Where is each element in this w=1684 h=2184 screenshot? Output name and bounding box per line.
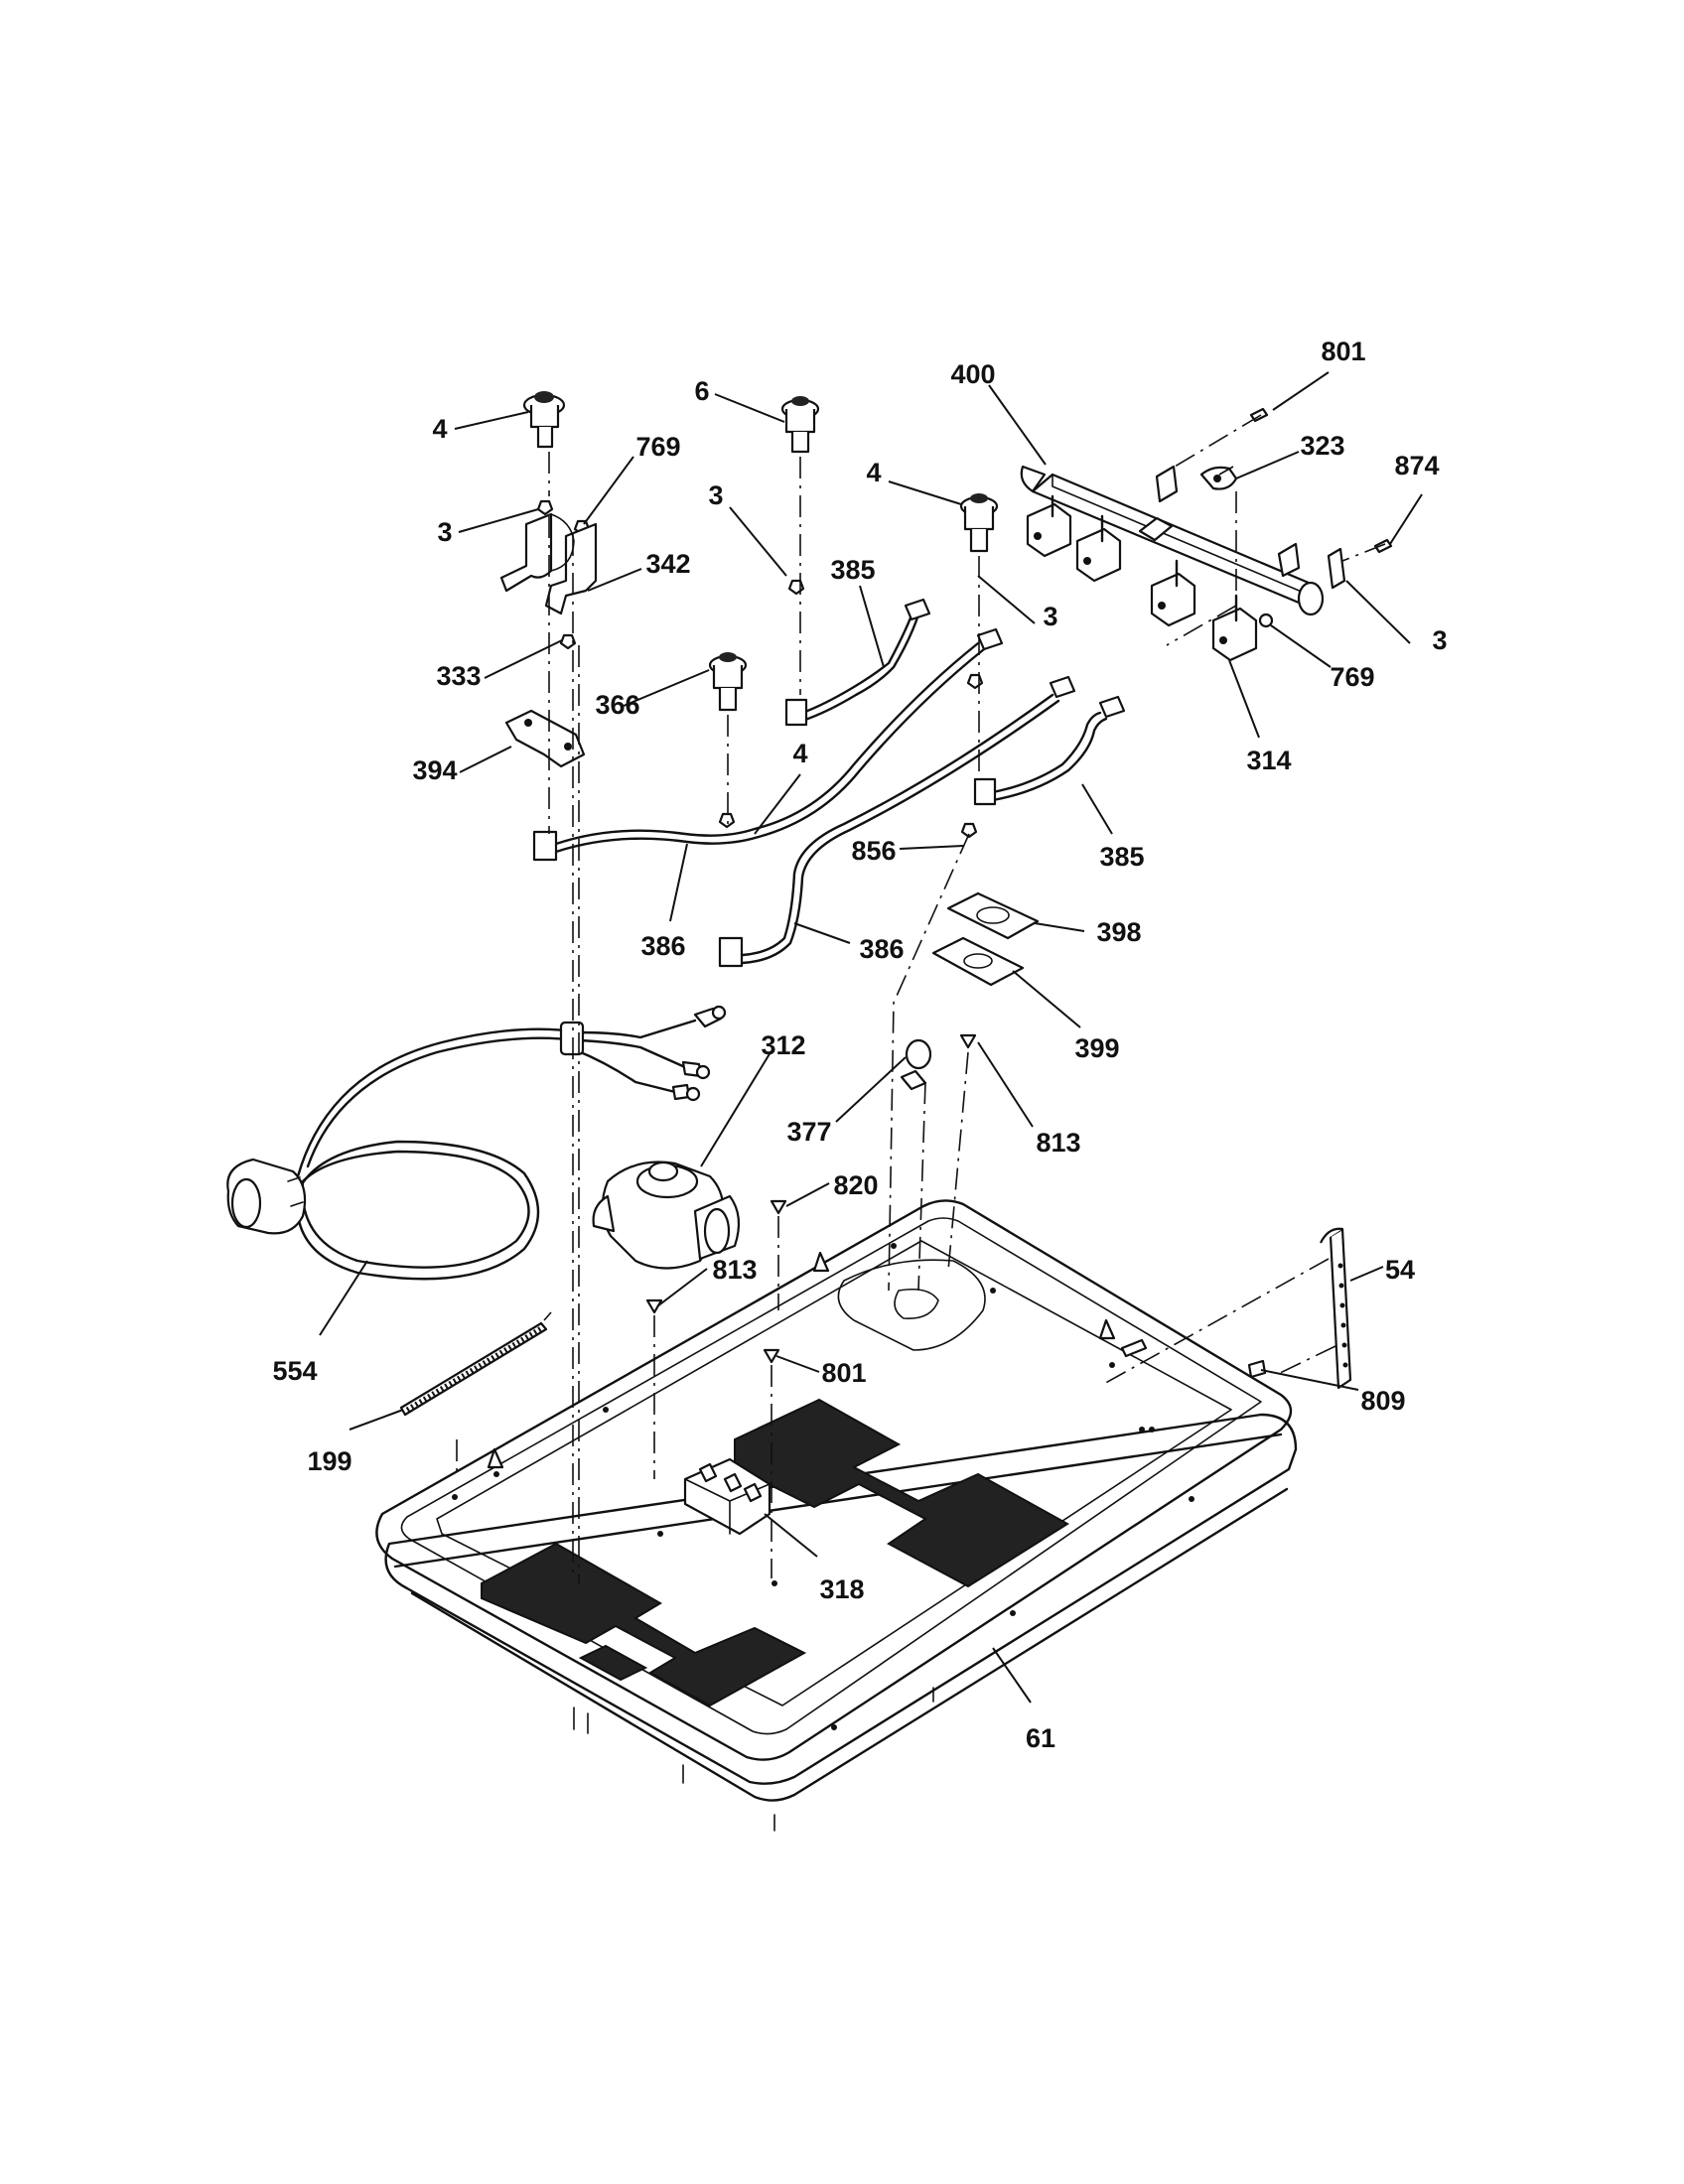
callout-385: 385	[830, 555, 875, 585]
callout-3: 3	[1043, 602, 1057, 631]
hardware-nuts	[536, 499, 984, 839]
callout-323: 323	[1300, 431, 1344, 461]
callout-386: 386	[640, 931, 685, 961]
callout-199: 199	[307, 1446, 351, 1476]
cord-clamp-strip	[399, 1311, 552, 1417]
mounting-bracket	[504, 709, 586, 768]
callout-342: 342	[645, 549, 690, 579]
pressure-regulator	[592, 1160, 741, 1270]
callout-3: 3	[437, 517, 452, 547]
callout-813: 813	[712, 1255, 757, 1285]
callout-3: 4	[792, 739, 807, 768]
callout-386: 386	[859, 934, 904, 964]
callout-333: 3	[1432, 625, 1447, 655]
callout-399: 399	[1074, 1033, 1119, 1063]
callout-856: 856	[851, 836, 896, 866]
callout-3: 3	[708, 480, 723, 510]
burner-valve	[1211, 594, 1258, 662]
spark-module	[683, 1457, 772, 1536]
callout-4: 4	[866, 458, 881, 487]
orifice-bracket	[499, 512, 598, 615]
callout-4: 366	[595, 690, 639, 720]
burner-orifice-holders	[522, 391, 999, 712]
callout-312: 312	[761, 1030, 805, 1060]
callout-4: 4	[432, 414, 447, 444]
orifice-holder	[780, 396, 820, 454]
callout-820: 820	[833, 1170, 878, 1200]
callout-318: 318	[819, 1574, 864, 1604]
callout-809: 809	[1360, 1386, 1405, 1416]
callout-54: 54	[1385, 1255, 1415, 1285]
power-cord	[226, 1005, 727, 1281]
callout-801: 801	[1321, 337, 1365, 366]
orifice-holder	[708, 652, 748, 712]
callout-874: 874	[1394, 451, 1439, 480]
callout-801: 801	[821, 1358, 866, 1388]
callout-366: 769	[1330, 662, 1374, 692]
assembly-axes	[456, 452, 1237, 1583]
callout-400: 400	[950, 359, 995, 389]
callout-labels: 801 400 6 4 769 323 874 3 3 342 385 4 3 …	[272, 337, 1447, 1753]
callout-6: 6	[694, 376, 709, 406]
support-strap	[1101, 1227, 1352, 1390]
base-pan	[375, 1199, 1298, 1832]
callout-813: 813	[1036, 1128, 1080, 1158]
callout-554: 554	[272, 1356, 317, 1386]
orifice-holder	[522, 391, 566, 449]
clip-377	[900, 1038, 932, 1091]
gas-tubes	[532, 598, 1126, 968]
orifice-holder	[959, 493, 999, 553]
burner-valve	[1026, 494, 1072, 558]
callout-398: 398	[1096, 917, 1141, 947]
callout-394: 394	[412, 755, 457, 785]
gaskets	[931, 891, 1040, 987]
callout-769: 769	[635, 432, 680, 462]
callout-314: 314	[1246, 746, 1291, 775]
burner-valve	[1075, 514, 1122, 583]
callout-769: 333	[436, 661, 481, 691]
burner-valve	[1150, 559, 1196, 627]
callout-61: 61	[1026, 1723, 1055, 1753]
manifold-assembly	[1020, 407, 1393, 662]
screws	[645, 1033, 1267, 1379]
callout-leaders	[319, 371, 1423, 1704]
callout-385: 385	[1099, 842, 1144, 872]
callout-377: 377	[786, 1117, 831, 1147]
